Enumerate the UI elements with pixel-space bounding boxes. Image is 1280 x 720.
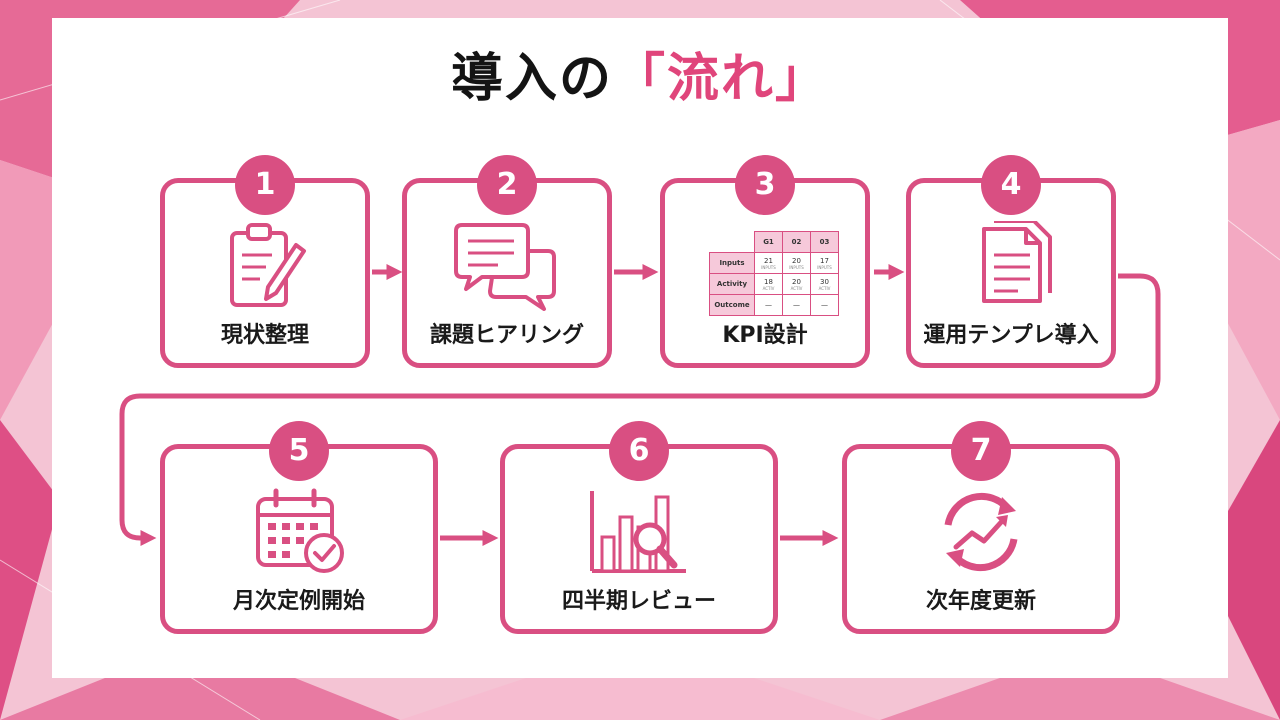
step-5-card: 5 月次定例開始 <box>160 421 438 634</box>
step-5-label: 月次定例開始 <box>232 589 365 614</box>
step-1-number: 1 <box>235 155 295 215</box>
kpi-row-header: Activity <box>709 273 755 295</box>
calendar-check-icon <box>256 488 344 573</box>
arrow-4-5 <box>119 273 1161 547</box>
step-1-card: 1 現状整理 <box>160 155 370 368</box>
step-2-label: 課題ヒアリング <box>429 323 584 348</box>
kpi-header-cell: G1 <box>754 231 783 253</box>
kpi-cell: — <box>782 294 811 316</box>
step-6-card: 6 四半期レビュー <box>500 421 778 634</box>
step-6-number: 6 <box>609 421 669 481</box>
step-2-number: 2 <box>477 155 537 215</box>
step-5-number: 5 <box>269 421 329 481</box>
step-6-label: 四半期レビュー <box>561 589 716 614</box>
kpi-cell: — <box>754 294 783 316</box>
step-4-card: 4 運用テンプレ導入 <box>906 155 1116 368</box>
step-7-card: 7 次年度更新 <box>842 421 1120 634</box>
title-accent: 「流れ」 <box>613 49 830 109</box>
kpi-row-header: Inputs <box>709 252 755 274</box>
chat-bubbles-icon <box>454 223 556 311</box>
step-1-label: 現状整理 <box>220 323 309 348</box>
step-3-label: KPI設計 <box>722 323 808 348</box>
refresh-growth-icon <box>944 492 1018 572</box>
page-title: 導入の「流れ」 <box>0 36 1280 111</box>
step-4-label: 運用テンプレ導入 <box>923 323 1099 348</box>
bar-chart-magnifier-icon <box>590 491 686 573</box>
step-3-number: 3 <box>735 155 795 215</box>
kpi-header-cell: 03 <box>810 231 839 253</box>
kpi-row-header: Outcome <box>709 294 755 316</box>
kpi-cell: — <box>810 294 839 316</box>
documents-icon <box>982 221 1052 303</box>
kpi-header-cell: 02 <box>782 231 811 253</box>
step-7-number: 7 <box>951 421 1011 481</box>
step-4-number: 4 <box>981 155 1041 215</box>
title-main: 導入の <box>450 49 613 109</box>
clipboard-pencil-icon <box>230 223 306 307</box>
step-2-card: 2 課題ヒアリング <box>402 155 612 368</box>
step-7-label: 次年度更新 <box>925 589 1036 614</box>
